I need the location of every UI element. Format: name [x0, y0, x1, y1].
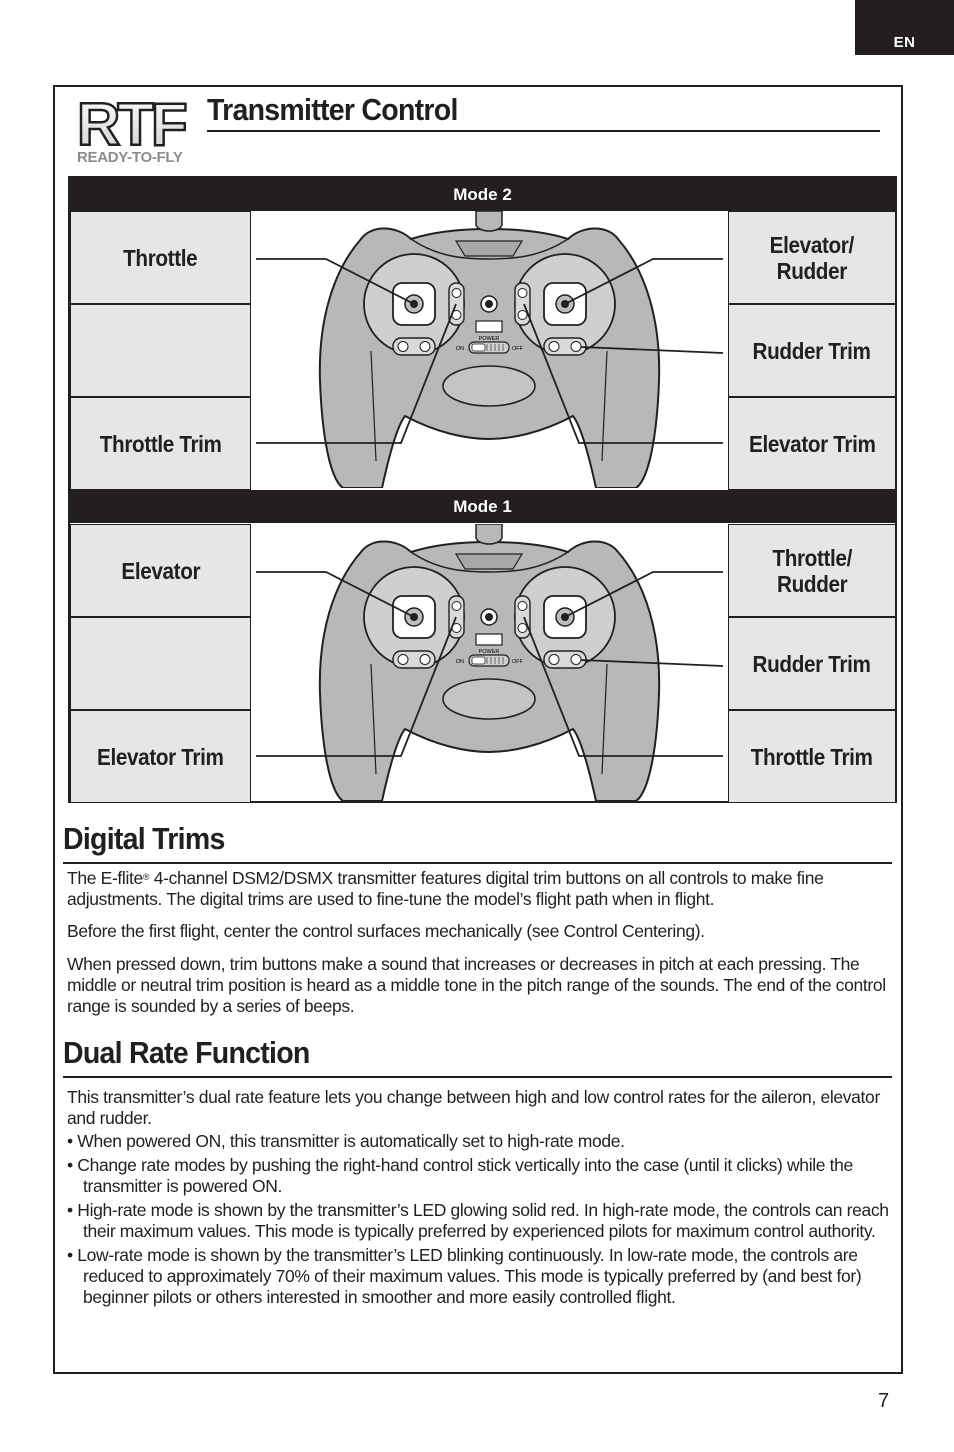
- registered-mark: ®: [142, 872, 150, 882]
- off-label: OFF: [512, 346, 524, 352]
- digital-trims-paragraph-3: When pressed down, trim buttons make a s…: [67, 954, 886, 1016]
- dual-rate-bullet-list: When powered ON, this transmitter is aut…: [67, 1131, 903, 1311]
- mode-2-header: Mode 2: [70, 178, 895, 211]
- rtf-logo: RTF: [76, 95, 190, 159]
- language-tab: EN: [855, 0, 954, 55]
- digital-trims-heading: Digital Trims: [63, 821, 225, 856]
- mode-1-right-label-1: Throttle/ Rudder: [728, 524, 896, 617]
- power-label: POWER: [479, 336, 500, 342]
- transmitter-icon: POWER ON OFF: [256, 523, 724, 802]
- dual-rate-rule: [63, 1076, 892, 1078]
- on-label: ON: [456, 346, 464, 352]
- digital-trims-paragraph-2: Before the first flight, center the cont…: [67, 921, 705, 941]
- mode-2-transmitter-diagram: POWER ON OFF: [251, 210, 728, 489]
- mode-diagrams: Mode 2 Throttle Throttle Trim Elevator/ …: [68, 176, 897, 803]
- title-rule: [207, 130, 880, 132]
- mode-1-right-label-2: Rudder Trim: [728, 617, 896, 710]
- digital-trims-rule: [63, 862, 892, 864]
- page-number: 7: [878, 1390, 890, 1412]
- rtf-logo-letters: RTF: [77, 95, 186, 158]
- mode-2-left-label-3: Throttle Trim: [70, 397, 251, 490]
- mode-2-right-label-1: Elevator/ Rudder: [728, 211, 896, 304]
- mode-1-left-label-2: [70, 617, 251, 710]
- list-item: When powered ON, this transmitter is aut…: [67, 1131, 903, 1152]
- mode-2-left-label-1: Throttle: [70, 211, 251, 304]
- mode-2-right-label-3: Elevator Trim: [728, 397, 896, 490]
- mode-2-left-label-2: [70, 304, 251, 397]
- logo-subtitle: READY-TO-FLY: [77, 149, 183, 166]
- on-label: ON: [456, 659, 464, 665]
- list-item: Change rate modes by pushing the right-h…: [67, 1155, 903, 1197]
- list-item: Low-rate mode is shown by the transmitte…: [67, 1245, 903, 1308]
- off-label: OFF: [512, 659, 524, 665]
- transmitter-icon: POWER ON OFF: [256, 210, 724, 489]
- power-label: POWER: [479, 649, 500, 655]
- mode-1-transmitter-diagram: POWER ON OFF: [251, 523, 728, 802]
- list-item: High-rate mode is shown by the transmitt…: [67, 1200, 903, 1242]
- dual-rate-heading: Dual Rate Function: [63, 1035, 310, 1070]
- mode-1-right-label-3: Throttle Trim: [728, 710, 896, 803]
- mode-1-left-label-3: Elevator Trim: [70, 710, 251, 803]
- dual-rate-intro: This transmitter’s dual rate feature let…: [67, 1087, 880, 1128]
- digital-trims-paragraph-1: The E-flite® 4-channel DSM2/DSMX transmi…: [67, 868, 824, 909]
- mode-2-right-label-2: Rudder Trim: [728, 304, 896, 397]
- mode-1-header: Mode 1: [70, 490, 895, 523]
- page-title: Transmitter Control: [207, 92, 458, 127]
- mode-1-left-label-1: Elevator: [70, 524, 251, 617]
